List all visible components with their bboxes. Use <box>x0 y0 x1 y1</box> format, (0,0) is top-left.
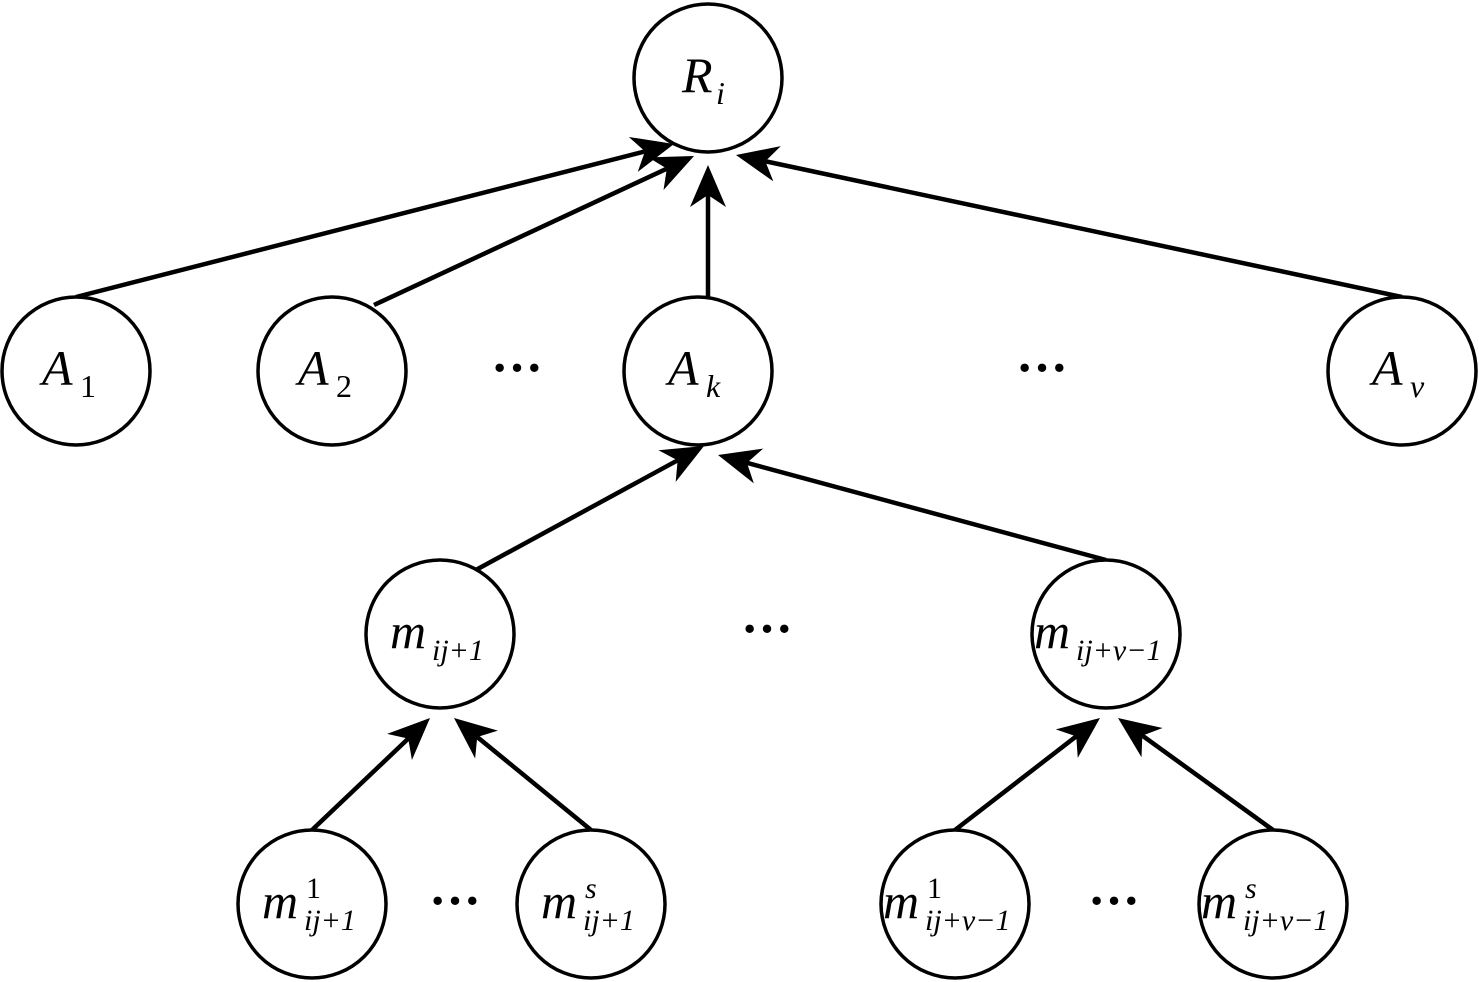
node-m1-ijv1-sup: 1 <box>927 872 942 905</box>
edge-l4-m2-arrowhead <box>1118 718 1163 758</box>
node-m1-ij1: m 1 ij+1 <box>236 828 388 980</box>
edge-l4-m2 <box>1140 733 1275 832</box>
node-a2-sub: 2 <box>336 368 352 404</box>
node-m-ijv1-sub: ij+v−1 <box>1076 634 1161 667</box>
edge-m2-ak <box>746 460 1107 563</box>
node-ms-ijv1: m s ij+v−1 <box>1197 828 1349 980</box>
node-a1-sub: 1 <box>80 368 96 404</box>
edge-a2-root <box>373 166 668 308</box>
node-root-sub: i <box>716 75 725 111</box>
node-m-ij1-base: m <box>390 603 426 659</box>
node-ms-ijv1-base: m <box>1201 873 1237 929</box>
node-m-ij1-sub: ij+1 <box>432 634 484 667</box>
edge-m1-ak <box>472 458 679 573</box>
ellipsis-a-right: ··· <box>1016 340 1068 397</box>
node-m1-ij1-sup: 1 <box>306 872 321 905</box>
edge-l3-m2-arrowhead <box>1055 718 1100 758</box>
node-root-base: R <box>681 47 713 103</box>
edge-l1-m1 <box>310 737 410 832</box>
node-ak: A k <box>622 295 774 447</box>
node-av-base: A <box>1369 340 1403 396</box>
edge-av-root-arrowhead <box>736 146 781 182</box>
node-ms-ij1: m s ij+1 <box>515 828 667 980</box>
edge-l2-m1-arrowhead <box>454 718 498 759</box>
ellipsis-leaf-left: ··· <box>429 873 481 930</box>
edge-ak-root-arrowhead <box>690 165 726 207</box>
edge-l2-m1 <box>475 735 593 832</box>
edge-m1-ak-arrowhead <box>658 446 704 482</box>
edge-l3-m2 <box>953 734 1078 832</box>
node-ms-ij1-sub: ij+1 <box>583 904 635 937</box>
node-a1: A 1 <box>0 295 152 447</box>
node-ms-ij1-base: m <box>541 873 577 929</box>
node-a2-base: A <box>295 340 329 396</box>
edges-group <box>75 136 1403 832</box>
node-m1-ijv1-base: m <box>883 873 919 929</box>
ellipsis-a-left: ··· <box>491 340 543 397</box>
edge-a2-root-arrowhead <box>648 156 694 191</box>
node-ms-ijv1-sub: ij+v−1 <box>1243 904 1328 937</box>
node-ak-base: A <box>665 340 699 396</box>
edge-av-root <box>764 159 1403 300</box>
node-ms-ij1-sup: s <box>585 872 597 905</box>
ellipsis-leaf-right: ··· <box>1088 873 1140 930</box>
node-m1-ijv1-sub: ij+v−1 <box>925 904 1010 937</box>
node-m1-ij1-sub: ij+1 <box>304 904 356 937</box>
ellipsis-m-middle: ··· <box>741 601 793 658</box>
node-m-ijv1-base: m <box>1034 603 1070 659</box>
edge-a1-root-arrowhead <box>628 136 674 172</box>
node-ak-sub: k <box>706 368 721 404</box>
node-a2: A 2 <box>256 295 408 447</box>
node-m-ijv1: m ij+v−1 <box>1030 558 1182 710</box>
node-av-sub: v <box>1410 368 1425 404</box>
node-ms-ijv1-sup: s <box>1245 872 1257 905</box>
node-a1-base: A <box>39 340 73 396</box>
node-m1-ij1-base: m <box>262 873 298 929</box>
edge-a1-root <box>75 149 646 300</box>
node-m-ij1: m ij+1 <box>364 558 516 710</box>
node-av: A v <box>1326 295 1478 447</box>
node-m1-ijv1: m 1 ij+v−1 <box>879 828 1031 980</box>
node-root: R i <box>632 2 784 154</box>
ellipses-group: ··· ··· ··· ··· ··· <box>429 340 1140 930</box>
edge-l1-m1-arrowhead <box>387 718 430 760</box>
edge-m2-ak-arrowhead <box>718 448 764 484</box>
